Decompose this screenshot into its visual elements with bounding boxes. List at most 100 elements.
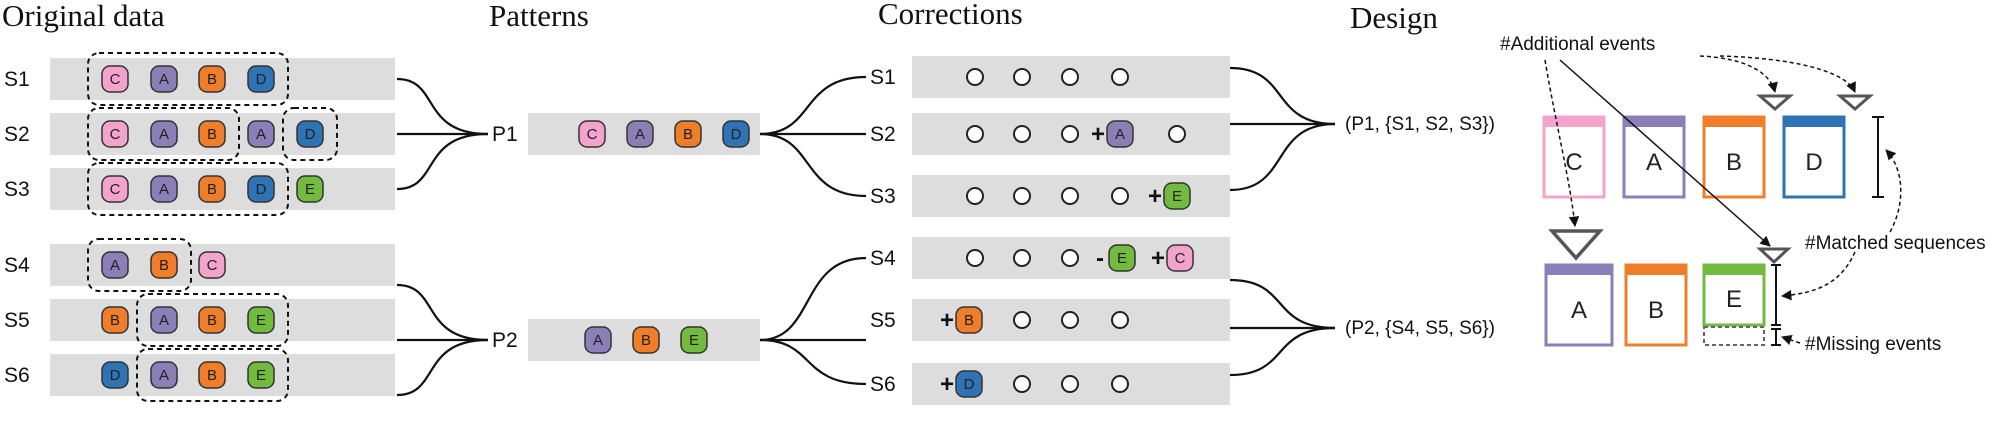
row-label: S1 xyxy=(870,66,896,89)
event-badge: A xyxy=(1106,120,1134,148)
design-event-box: D xyxy=(1782,115,1846,199)
event-badge-label: A xyxy=(593,332,603,349)
event-badge: C xyxy=(101,65,129,93)
pattern-match-outline xyxy=(136,348,289,402)
matched-event-dot xyxy=(1061,68,1079,86)
section-title-patterns: Patterns xyxy=(489,0,589,33)
event-badge: B xyxy=(674,120,702,148)
design-group-2-label: (P2, {S4, S5, S6}) xyxy=(1345,318,1495,339)
matched-event-dot xyxy=(1013,375,1031,393)
event-badge-label: A xyxy=(159,71,169,88)
missing-event-placeholder xyxy=(1703,326,1765,346)
design-event-box: A xyxy=(1544,263,1614,347)
annotation-additional-events: #Additional events xyxy=(1500,34,1655,55)
event-badge-label: E xyxy=(689,332,699,349)
event-badge-label: A xyxy=(256,126,266,143)
design-box-label: A xyxy=(1646,149,1662,176)
row-label: S5 xyxy=(4,309,30,332)
row-label: S3 xyxy=(870,185,896,208)
event-badge-label: D xyxy=(256,181,267,198)
pattern-match-outline xyxy=(87,238,192,292)
matched-event-dot xyxy=(1013,311,1031,329)
event-badge-label: B xyxy=(683,126,693,143)
event-badge-label: B xyxy=(207,181,217,198)
arrow-additional-to-triangle xyxy=(1544,59,1580,228)
matched-event-dot xyxy=(966,187,984,205)
event-badge-label: D xyxy=(731,126,742,143)
event-badge: A xyxy=(150,361,178,389)
arrow-matched-to-bar xyxy=(1780,251,1856,301)
event-badge-label: A xyxy=(159,126,169,143)
matched-event-dot xyxy=(1061,311,1079,329)
event-badge-label: D xyxy=(964,376,975,393)
design-glyph-2: A B E xyxy=(1544,229,1792,347)
event-badge: D xyxy=(955,370,983,398)
event-badge-label: D xyxy=(256,71,267,88)
fan-p1-to-corrections xyxy=(759,75,867,198)
event-badge: C xyxy=(198,251,226,279)
arrow-additional-to-triangle xyxy=(1719,55,1856,93)
fan-p2-to-corrections xyxy=(759,256,867,386)
event-badge-label: E xyxy=(256,367,266,384)
correction-row: S3+E xyxy=(870,175,1230,217)
event-badge: B xyxy=(198,361,226,389)
design-event-box: E xyxy=(1702,263,1766,327)
pattern-label: P1 xyxy=(492,123,518,146)
event-badge-label: A xyxy=(159,367,169,384)
pattern-match-outline xyxy=(87,162,289,216)
row-label: S2 xyxy=(4,123,30,146)
event-badge: A xyxy=(101,251,129,279)
matched-event-dot xyxy=(1013,249,1031,267)
event-badge: A xyxy=(247,120,275,148)
event-badge-label: C xyxy=(587,126,598,143)
correction-row: S6+D xyxy=(870,363,1230,405)
matched-sequences-bar xyxy=(1872,116,1884,198)
design-box-label: C xyxy=(1565,149,1582,176)
arrow-additional-to-triangle xyxy=(1699,55,1778,94)
event-badge-label: C xyxy=(110,126,121,143)
event-badge-label: A xyxy=(159,181,169,198)
event-badge: A xyxy=(150,120,178,148)
edit-sign: + xyxy=(1148,183,1162,210)
event-badge-label: B xyxy=(110,312,120,329)
event-badge: A xyxy=(626,120,654,148)
event-badge: E xyxy=(1108,244,1136,272)
event-badge: E xyxy=(1163,182,1191,210)
pattern-match-outline xyxy=(87,52,289,106)
design-event-box: A xyxy=(1622,115,1686,199)
inserted-event: +A xyxy=(1091,120,1134,148)
arrow-matched-to-bar xyxy=(1885,149,1902,233)
section-title-corrections: Corrections xyxy=(878,0,1023,31)
matched-event-dot xyxy=(1061,125,1079,143)
row-label: S3 xyxy=(4,178,30,201)
event-badge-label: E xyxy=(1172,188,1182,205)
event-badge: C xyxy=(101,120,129,148)
annotation-missing-events: #Missing events xyxy=(1805,334,1941,355)
additional-event-triangle xyxy=(1756,247,1792,265)
additional-event-triangle xyxy=(1835,94,1875,111)
matched-event-dot xyxy=(1013,125,1031,143)
matched-event-dot xyxy=(966,68,984,86)
correction-row: S5+B xyxy=(870,299,1230,341)
event-badge-label: A xyxy=(110,257,120,274)
event-badge: D xyxy=(101,361,129,389)
event-badge: C xyxy=(1166,244,1194,272)
correction-row: S2+A xyxy=(870,113,1230,155)
event-badge: B xyxy=(955,306,983,334)
matched-event-dot xyxy=(1111,375,1129,393)
additional-event-triangle xyxy=(1755,94,1795,111)
inserted-event: +E xyxy=(1148,182,1191,210)
pattern-match-outline xyxy=(136,293,289,347)
matched-sequences-bar xyxy=(1771,264,1781,326)
event-badge: A xyxy=(150,306,178,334)
event-badge-label: E xyxy=(256,312,266,329)
original-row: S6 D A B E xyxy=(4,348,395,402)
event-badge: B xyxy=(198,65,226,93)
matched-event-dot xyxy=(966,249,984,267)
row-label: S6 xyxy=(4,364,30,387)
event-badge: A xyxy=(150,65,178,93)
